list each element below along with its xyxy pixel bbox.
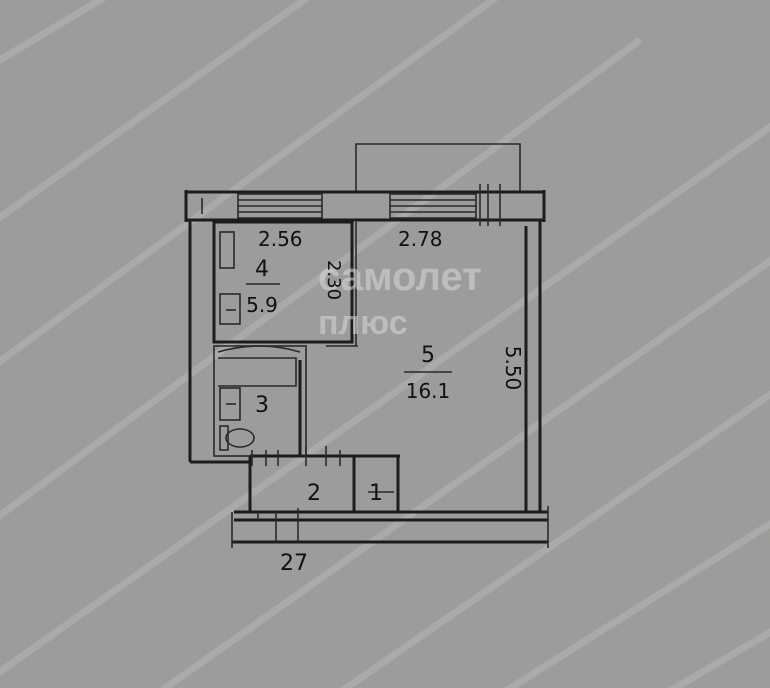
- room-4-area: 5.9: [246, 293, 278, 317]
- hall-walls: [248, 446, 400, 542]
- bathroom-walls: [213, 345, 307, 457]
- kitchen-width-label: 2.56: [258, 227, 303, 251]
- outer-walls: [188, 220, 549, 548]
- room-4-number: 4: [255, 257, 269, 282]
- room-length-label: 5.50: [501, 346, 525, 391]
- watermark-line2: плюс: [318, 304, 408, 342]
- room-labels: 4 5.9 3 5 16.1 2 1: [246, 257, 452, 506]
- balcony: [355, 143, 521, 192]
- room-2-number: 2: [307, 481, 321, 506]
- room-5-area: 16.1: [406, 379, 451, 403]
- watermark: самолет плюс: [318, 255, 482, 342]
- kitchen-walls: [212, 220, 358, 347]
- top-wall: [184, 184, 546, 226]
- dimensions: 2.56 2.78 2.30 5.50 27: [258, 227, 525, 576]
- kitchen-depth-label: 2.30: [323, 260, 344, 300]
- room-width-label: 2.78: [398, 227, 443, 251]
- bottom-dimension-label: 27: [280, 551, 308, 576]
- room-5-number: 5: [421, 343, 435, 368]
- room-1-number: 1: [369, 481, 383, 506]
- room-3-number: 3: [255, 393, 269, 418]
- watermark-line1: самолет: [318, 255, 482, 299]
